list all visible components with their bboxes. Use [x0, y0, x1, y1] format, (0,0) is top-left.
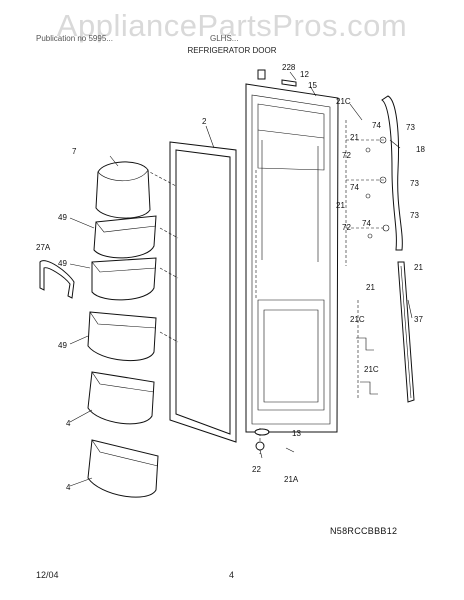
callout-13: 13 — [292, 429, 301, 438]
callout-74-c: 74 — [362, 219, 371, 228]
door-bin-4-lower — [87, 439, 159, 498]
callout-49-a: 49 — [58, 213, 67, 222]
model-number: GLHS... — [210, 34, 239, 43]
door-bin-49-middle — [91, 257, 157, 301]
watermark: AppliancePartsPros.com — [56, 8, 408, 43]
section-title: REFRIGERATOR DOOR — [187, 46, 277, 55]
callout-74-a: 74 — [372, 121, 381, 130]
publication-number: Publication no 5995... — [36, 34, 113, 43]
callout-21-d: 21 — [366, 283, 375, 292]
callout-18: 18 — [416, 145, 425, 154]
callout-21-a: 21 — [350, 133, 359, 142]
callout-2: 2 — [202, 117, 207, 126]
callout-49-b: 49 — [58, 259, 67, 268]
bin-retainer-bar — [39, 260, 75, 299]
diagram-code: N58RCCBBB12 — [330, 526, 398, 536]
callout-74-b: 74 — [350, 183, 359, 192]
callout-72-b: 72 — [342, 223, 351, 232]
callout-21c-top: 21C — [336, 97, 351, 106]
door-handle — [379, 95, 403, 251]
callout-27a: 27A — [36, 243, 51, 252]
door-outer-panel — [245, 83, 339, 433]
butter-compartment — [95, 161, 151, 219]
callout-72-a: 72 — [342, 151, 351, 160]
screws — [365, 147, 373, 239]
handle-trim-strip — [397, 261, 415, 403]
callout-49-c: 49 — [58, 341, 67, 350]
footer-date: 12/04 — [36, 570, 59, 580]
callout-73-c: 73 — [410, 211, 419, 220]
callout-15: 15 — [308, 81, 317, 90]
callout-21-b: 21 — [336, 201, 345, 210]
alignment-lines — [145, 120, 386, 454]
door-bin-4-upper — [87, 371, 155, 425]
callout-4-b: 4 — [66, 483, 71, 492]
callout-37: 37 — [414, 315, 423, 324]
leader-lines — [69, 71, 413, 487]
door-gasket — [169, 141, 237, 443]
door-trim-pieces — [356, 337, 378, 395]
callout-21c-mid: 21C — [350, 315, 365, 324]
door-bin-49-upper — [93, 215, 157, 259]
callout-73-a: 73 — [406, 123, 415, 132]
callout-21-c: 21 — [414, 263, 423, 272]
callout-22: 22 — [252, 465, 261, 474]
callout-21a: 21A — [284, 475, 299, 484]
callout-4-a: 4 — [66, 419, 71, 428]
footer-page-number: 4 — [229, 570, 235, 580]
callout-12: 12 — [300, 70, 309, 79]
callout-73-b: 73 — [410, 179, 419, 188]
door-top-trim — [257, 69, 297, 87]
callout-21c-low: 21C — [364, 365, 379, 374]
callout-7: 7 — [72, 147, 77, 156]
door-bin-49-lower — [87, 311, 157, 362]
callout-228: 228 — [282, 63, 296, 72]
